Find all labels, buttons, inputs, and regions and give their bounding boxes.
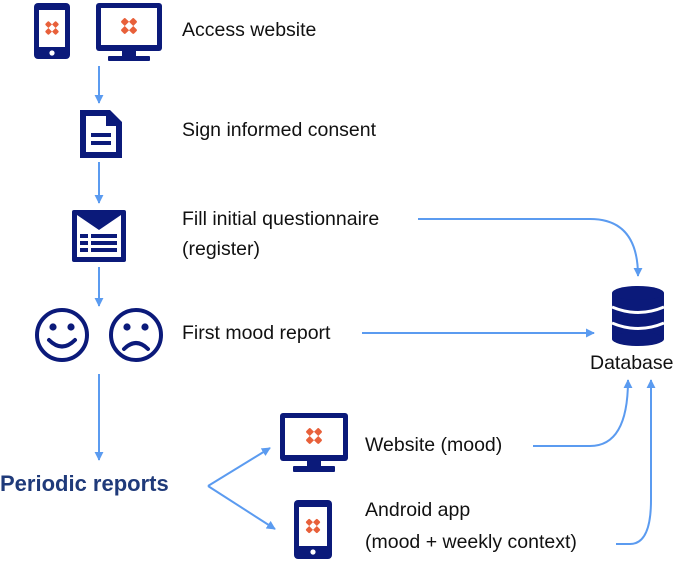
android-app-label-line1: Android app <box>365 499 471 521</box>
database-label: Database <box>590 352 674 374</box>
arrow-periodic-to-android <box>207 485 276 530</box>
step-access-label: Access website <box>182 19 317 41</box>
phone-icon <box>34 3 70 59</box>
arrow-questionnaire-to-database <box>418 218 643 277</box>
android-phone-icon <box>294 500 332 559</box>
step-mood-label: First mood report <box>182 322 331 344</box>
happy-face-icon <box>35 308 89 362</box>
website-mood-label: Website (mood) <box>365 434 503 456</box>
step-questionnaire-label-line1: Fill initial questionnaire <box>182 208 380 230</box>
website-monitor-icon <box>280 413 348 472</box>
arrow-periodic-to-website <box>207 447 271 487</box>
step-questionnaire-label-line2: (register) <box>182 238 261 260</box>
sad-face-icon <box>109 308 163 362</box>
android-app-label-line2: (mood + weekly context) <box>365 531 577 553</box>
arrow-android-to-database <box>616 379 656 545</box>
arrow-website-to-database <box>533 379 633 447</box>
form-icon <box>72 210 126 262</box>
step-consent-label: Sign informed consent <box>182 119 377 141</box>
monitor-icon <box>96 3 162 61</box>
periodic-reports-title: Periodic reports <box>0 471 169 496</box>
document-icon <box>80 110 122 158</box>
database-icon <box>611 286 665 346</box>
